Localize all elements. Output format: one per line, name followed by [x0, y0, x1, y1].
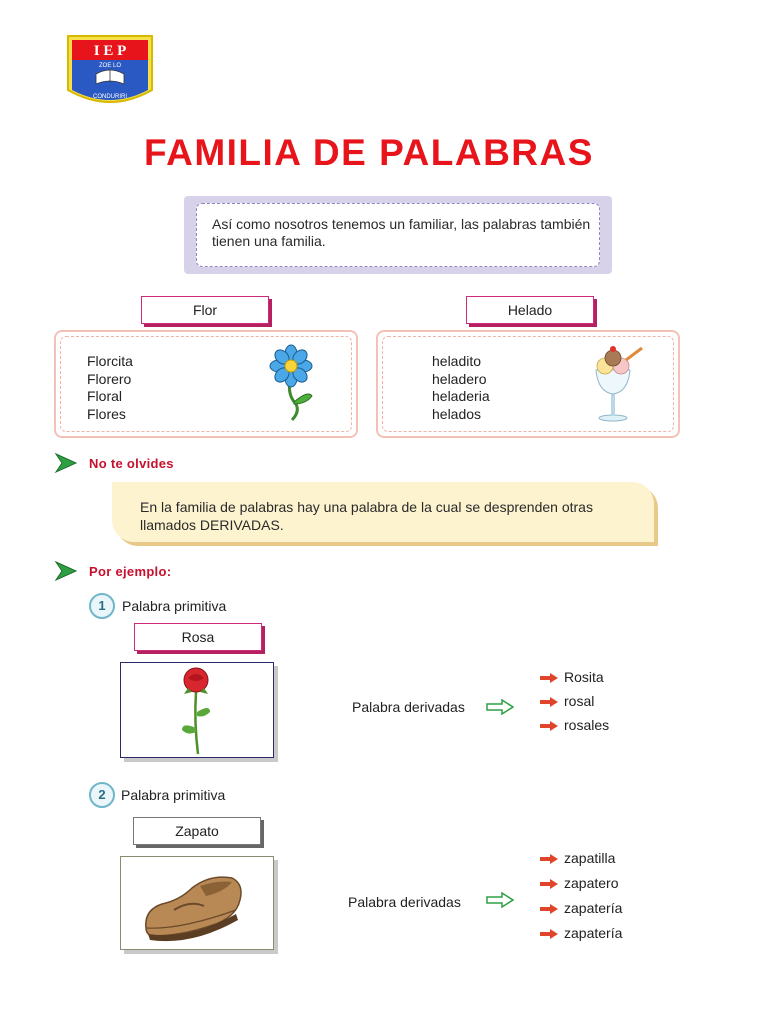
svg-text:ZOE LO: ZOE LO [99, 63, 121, 69]
bullet-arrow-icon [540, 904, 558, 915]
family-label-flor: Flor [141, 296, 269, 324]
word-item: Flores [87, 405, 126, 422]
list-item: zapatero [540, 873, 622, 893]
page-title: FAMILIA DE PALABRAS [144, 132, 594, 173]
word-item: Floral [87, 388, 123, 404]
word-item: Florero [87, 370, 132, 387]
bullet-arrow-icon [540, 854, 558, 865]
intro-box [196, 203, 600, 267]
list-item: Rosita [540, 667, 609, 687]
list-item: rosales [540, 715, 609, 735]
derived-list: zapatilla zapatero zapatería zapatería [540, 848, 622, 943]
derived-word: zapatería [564, 900, 623, 916]
reminder-heading: No te olvides [89, 456, 174, 471]
bullet-arrow-icon [540, 673, 558, 684]
derived-label: Palabra derivadas [352, 699, 465, 715]
list-item: zapatería [540, 898, 622, 918]
bullet-arrow-icon [540, 879, 558, 890]
school-logo: I E P ZOE LO CONDURIRI [66, 34, 154, 108]
derived-word: zapatero [564, 875, 619, 891]
svg-text:I E P: I E P [94, 43, 127, 59]
word-item: heladito [432, 353, 482, 369]
step-number-badge: 2 [89, 782, 115, 808]
flower-icon [262, 344, 320, 422]
rose-icon [176, 666, 216, 756]
family-box-helado [376, 330, 680, 438]
green-arrow-icon [54, 452, 78, 474]
bullet-arrow-icon [540, 697, 558, 708]
shoe-icon [140, 870, 246, 944]
derived-label: Palabra derivadas [348, 894, 461, 910]
list-item: zapatilla [540, 848, 622, 868]
primitive-word-zapato: Zapato [133, 817, 261, 845]
outline-arrow-icon [486, 698, 515, 716]
word-list-helado: heladito heladero heladeria helados [432, 353, 490, 423]
word-list-flor: Florcita Florero Floral Flores [87, 353, 133, 423]
intro-text: Así como nosotros tenemos un familiar, l… [212, 216, 591, 249]
ice-cream-icon [588, 340, 646, 422]
example-heading: Por ejemplo: [89, 564, 172, 579]
bullet-arrow-icon [540, 929, 558, 940]
derived-list: Rosita rosal rosales [540, 667, 609, 735]
svg-text:CONDURIRI: CONDURIRI [93, 94, 127, 100]
word-item: helados [432, 405, 482, 422]
derived-word: rosal [564, 693, 595, 709]
word-item: Florcita [87, 353, 133, 369]
note-text: En la familia de palabras hay una palabr… [140, 499, 593, 533]
bullet-arrow-icon [540, 721, 558, 732]
step-label: Palabra primitiva [121, 787, 226, 803]
derived-word: zapatería [564, 925, 623, 941]
word-item: heladeria [432, 388, 490, 404]
outline-arrow-icon [486, 891, 515, 909]
family-label-helado: Helado [466, 296, 594, 324]
primitive-word-rosa: Rosa [134, 623, 262, 651]
word-item: heladero [432, 370, 487, 387]
derived-word: Rosita [564, 669, 604, 685]
list-item: zapatería [540, 923, 622, 943]
note-box [112, 482, 654, 542]
derived-word: zapatilla [564, 850, 616, 866]
step-number-badge: 1 [89, 593, 115, 619]
list-item: rosal [540, 691, 609, 711]
step-label: Palabra primitiva [122, 598, 227, 614]
green-arrow-icon [54, 560, 78, 582]
family-box-flor [54, 330, 358, 438]
derived-word: rosales [564, 717, 610, 733]
